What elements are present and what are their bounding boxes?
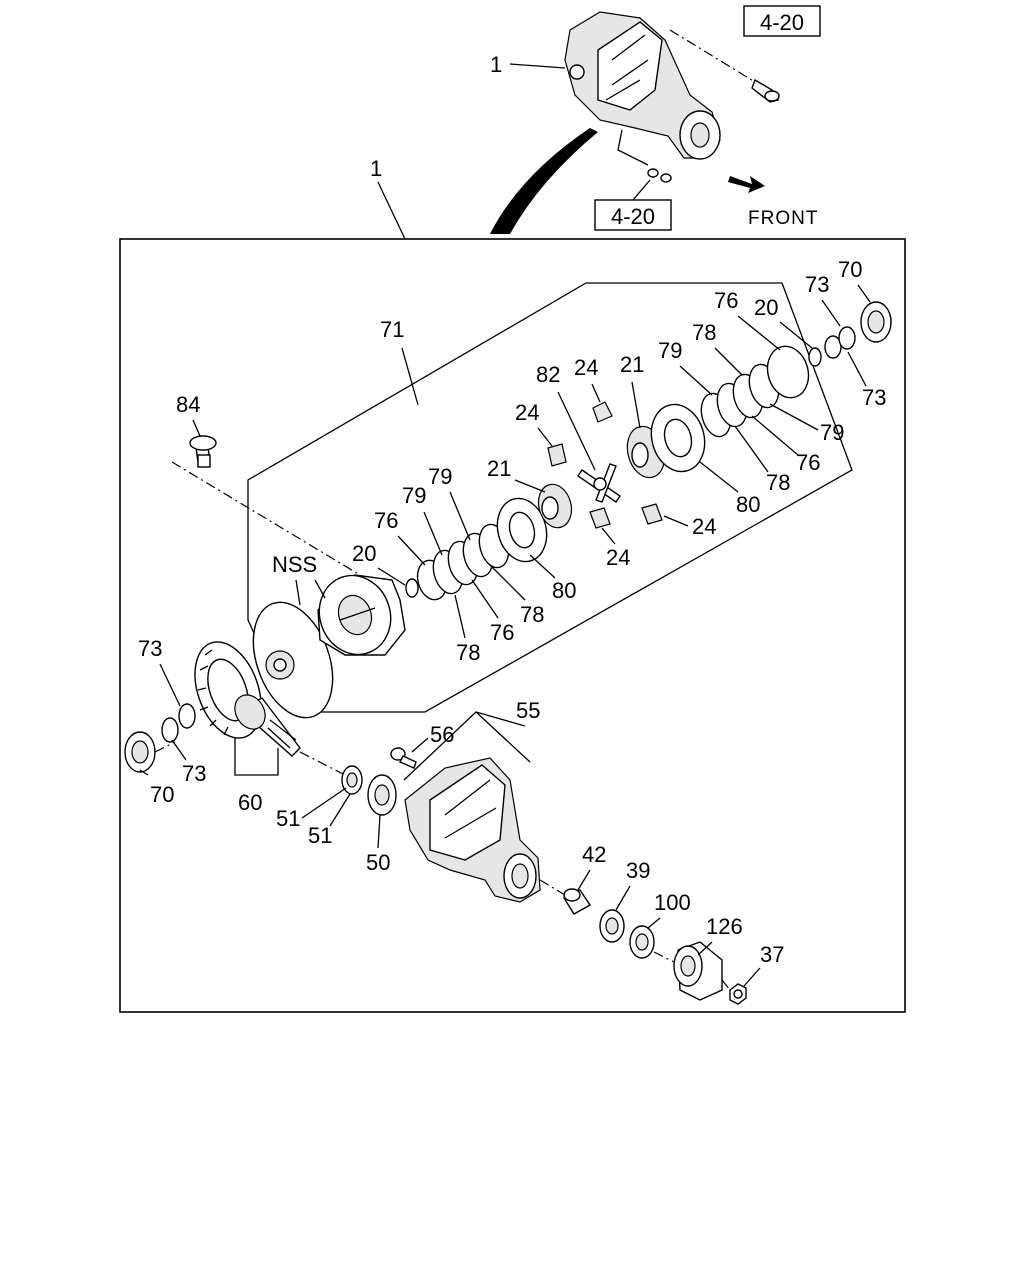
ring-73-right-icon: [824, 326, 856, 359]
seal-100-icon: [629, 925, 655, 959]
ref-box-top-right: 4-20: [743, 5, 821, 37]
bolt-56-icon: [390, 747, 417, 769]
callout-24-a: 24: [515, 400, 539, 425]
differential-case-icon: [252, 574, 406, 719]
callout-21-a: 21: [487, 456, 511, 481]
callout-76-a: 76: [374, 508, 398, 533]
cross-shaft-82-icon: [577, 463, 621, 503]
spacer-42-icon: [562, 888, 592, 915]
callout-78-b: 78: [520, 602, 544, 627]
callout-42: 42: [582, 842, 606, 867]
clutch-plate-80-right-icon: [650, 403, 706, 473]
callout-76-c: 76: [714, 288, 738, 313]
callout-73-b: 73: [862, 385, 886, 410]
callout-70-b: 70: [150, 782, 174, 807]
shim-stack-right-icon: [700, 345, 822, 438]
callout-84: 84: [176, 392, 200, 417]
front-arrow-icon: [728, 176, 765, 193]
callout-73-d: 73: [182, 761, 206, 786]
callout-24-b: 24: [574, 355, 598, 380]
bearing-51-icon: [341, 765, 363, 795]
svg-text:4-20: 4-20: [760, 10, 804, 35]
callout-82: 82: [536, 362, 560, 387]
callout-71: 71: [380, 317, 404, 342]
callout-39: 39: [626, 858, 650, 883]
pinion-gear-24-b-icon: [592, 401, 613, 423]
callout-56: 56: [430, 722, 454, 747]
pinion-gear-icon: [234, 694, 301, 757]
nut-37-icon: [729, 983, 747, 1005]
callout-79-a: 79: [402, 483, 426, 508]
callout-20-left: 20: [352, 541, 376, 566]
bearing-39-icon: [599, 909, 625, 943]
washer-icon: [647, 168, 672, 183]
bearing-70-left-icon: [124, 731, 156, 773]
callout-73-a: 73: [805, 272, 829, 297]
ref-box-top-lower: 4-20: [594, 199, 672, 231]
shim-stack-left-icon: [405, 523, 510, 601]
callout-79-d: 79: [820, 420, 844, 445]
callout-nss: NSS: [272, 552, 317, 577]
callout-50: 50: [366, 850, 390, 875]
callout-51-a: 51: [276, 806, 300, 831]
bearing-50-icon: [367, 774, 397, 816]
callout-79-c: 79: [658, 338, 682, 363]
bolt-84-icon: [189, 435, 217, 468]
callout-78-c: 78: [692, 320, 716, 345]
carrier-housing-icon: [404, 757, 541, 903]
callout-21-b: 21: [620, 352, 644, 377]
pinion-gear-24-a-icon: [547, 443, 567, 467]
bolt-icon: [751, 78, 780, 103]
callout-70-a: 70: [838, 257, 862, 282]
svg-text:4-20: 4-20: [611, 204, 655, 229]
ring-73-left-icon: [161, 703, 196, 743]
callout-126: 126: [706, 914, 743, 939]
callout-78-d: 78: [766, 470, 790, 495]
callout-76-b: 76: [490, 620, 514, 645]
callout-51-b: 51: [308, 823, 332, 848]
callout-80-b: 80: [736, 492, 760, 517]
pinion-gear-24-d-icon: [641, 503, 663, 525]
callout-76-d: 76: [796, 450, 820, 475]
pinion-gear-24-c-icon: [589, 507, 611, 529]
callout-73-c: 73: [138, 636, 162, 661]
bearing-70-right-icon: [860, 301, 892, 343]
callout-37: 37: [760, 942, 784, 967]
callout-55: 55: [516, 698, 540, 723]
callout-20-right: 20: [754, 295, 778, 320]
callout-60: 60: [238, 790, 262, 815]
callout-1-main: 1: [370, 156, 382, 181]
callout-79-b: 79: [428, 464, 452, 489]
callout-24-d: 24: [692, 514, 716, 539]
callout-100: 100: [654, 890, 691, 915]
callout-24-c: 24: [606, 545, 630, 570]
front-label: FRONT: [748, 208, 818, 229]
differential-assembly-icon: [564, 11, 721, 160]
callout-78-a: 78: [456, 640, 480, 665]
main-frame: [119, 238, 906, 1013]
callout-80-a: 80: [552, 578, 576, 603]
side-gear-21-left-icon: [537, 483, 573, 529]
callout-1-top: 1: [490, 52, 502, 77]
clutch-plate-80-left-icon: [496, 497, 548, 563]
sweep-pointer: [490, 128, 598, 234]
flange-126-icon: [673, 941, 723, 1001]
